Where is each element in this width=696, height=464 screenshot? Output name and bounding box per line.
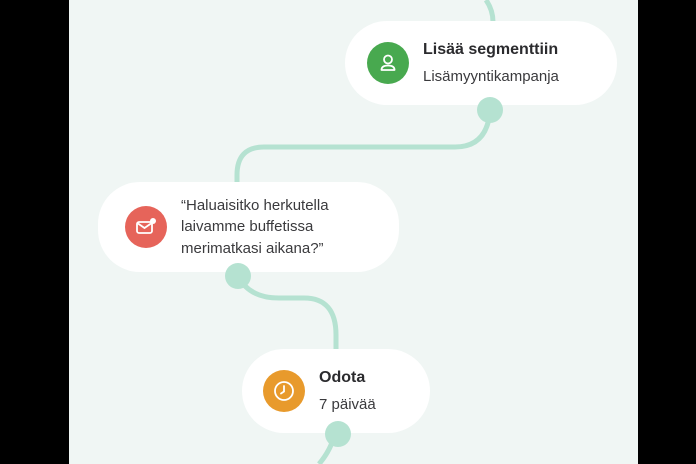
segment-title: Lisää segmenttiin xyxy=(423,40,559,58)
segment-subtitle: Lisämyyntikampanja xyxy=(423,67,559,85)
connector-dot[interactable] xyxy=(325,421,351,447)
connector-dot[interactable] xyxy=(225,263,251,289)
connector-dot[interactable] xyxy=(477,97,503,123)
wait-title: Odota xyxy=(319,368,366,386)
user-icon xyxy=(367,42,409,84)
wait-node[interactable]: Odota 7 päivää xyxy=(242,349,430,433)
clock-icon xyxy=(263,370,305,412)
message-node[interactable]: “Haluaisitko herkutella laivamme buffeti… xyxy=(98,182,399,272)
message-text: “Haluaisitko herkutella laivamme buffeti… xyxy=(181,196,329,257)
wait-duration: 7 päivää xyxy=(319,395,376,413)
segment-node[interactable]: Lisää segmenttiin Lisämyyntikampanja xyxy=(345,21,617,105)
mail-icon xyxy=(125,206,167,248)
workflow-canvas: Lisää segmenttiin Lisämyyntikampanja “Ha… xyxy=(69,0,638,464)
